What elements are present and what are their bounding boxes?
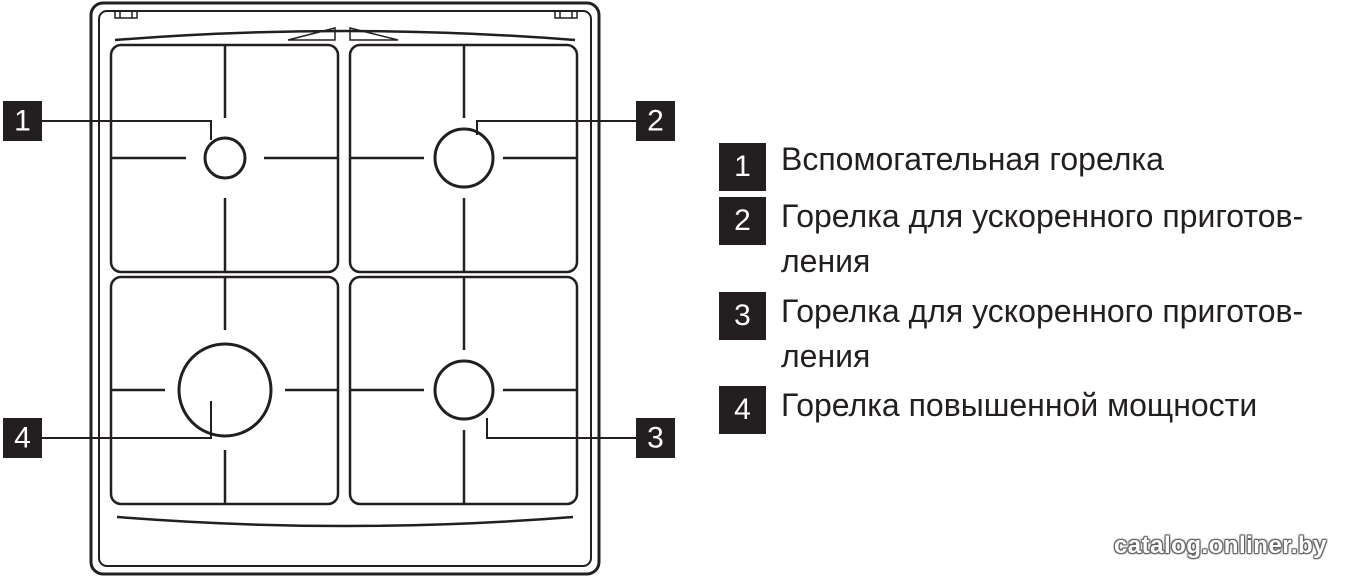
- burner-4-high-power: [177, 342, 273, 438]
- legend-label-2b: ления: [781, 243, 871, 279]
- grate-bars-top-right: [350, 45, 577, 272]
- grate-bars-bottom-left: [111, 277, 338, 504]
- callout-1-number: 1: [14, 105, 31, 138]
- callout-1: 1: [3, 101, 42, 141]
- callout-4: 4: [3, 418, 42, 458]
- grate-bars-top-left: [111, 45, 338, 272]
- legend-label-3b: ления: [781, 338, 871, 374]
- callout-3: 3: [636, 418, 675, 458]
- burner-3-rapid: [433, 359, 495, 421]
- hob-bottom-edge: [116, 515, 574, 528]
- legend-label-4: Горелка повышенной мощности: [781, 387, 1258, 423]
- legend-label-2a: Горелка для ускоренного приготов-: [781, 198, 1304, 234]
- legend-badge-3: 3: [719, 292, 766, 340]
- leader-line-3: [486, 418, 636, 439]
- hob-outer-frame: [89, 1, 601, 576]
- leader-line-2: [476, 120, 636, 135]
- grate-bars-bottom-right: [350, 277, 577, 504]
- hob-inner-frame: [98, 10, 592, 567]
- legend-badge-2: 2: [719, 197, 766, 245]
- leader-line-1: [42, 120, 212, 140]
- vent-right-icon: [349, 27, 399, 41]
- burner-1-auxiliary: [203, 136, 247, 180]
- callout-4-number: 4: [14, 422, 31, 455]
- callout-2-number: 2: [647, 105, 664, 138]
- vent-left-icon: [287, 27, 336, 41]
- legend-label-1: Вспомогательная горелка: [781, 141, 1164, 177]
- leader-line-4: [42, 401, 212, 439]
- hinge-left-icon: [114, 10, 138, 19]
- legend-badge-4: 4: [719, 386, 766, 434]
- callout-3-number: 3: [647, 422, 664, 455]
- legend-badge-1: 1: [719, 143, 766, 191]
- legend-label-3a: Горелка для ускоренного приготов-: [781, 293, 1304, 329]
- callout-2: 2: [636, 101, 675, 141]
- hinge-right-icon: [554, 10, 578, 19]
- hob-top-edge: [114, 29, 576, 42]
- burner-2-rapid: [433, 127, 495, 189]
- watermark: catalog.onliner.by: [1113, 532, 1327, 559]
